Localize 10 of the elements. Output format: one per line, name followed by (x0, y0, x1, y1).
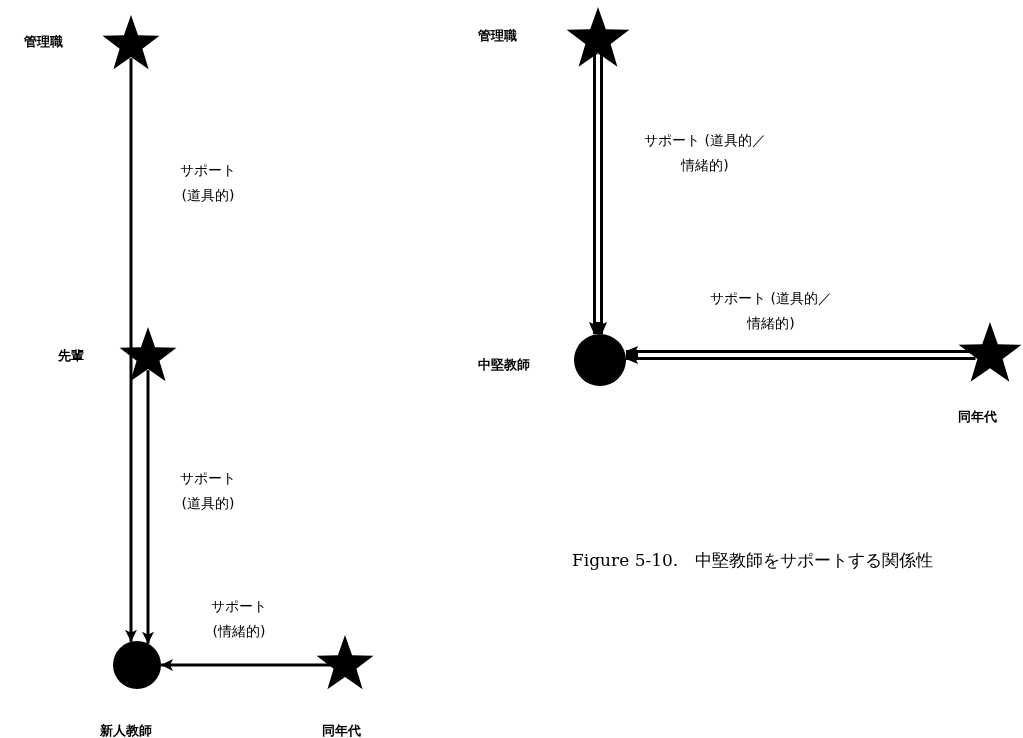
person-label: 先輩 (58, 347, 84, 365)
caption: Figure 5-10. 中堅教師をサポートする関係性 (572, 549, 934, 572)
person-label: 同年代 (958, 408, 997, 426)
person-label: 中堅教師 (478, 356, 530, 374)
person-label: 新人教師 (100, 722, 152, 738)
circle (574, 334, 626, 386)
circle (113, 641, 161, 689)
person-label: 管理職 (24, 33, 63, 51)
person-label: 管理職 (478, 27, 517, 45)
person-label: 同年代 (322, 722, 361, 738)
